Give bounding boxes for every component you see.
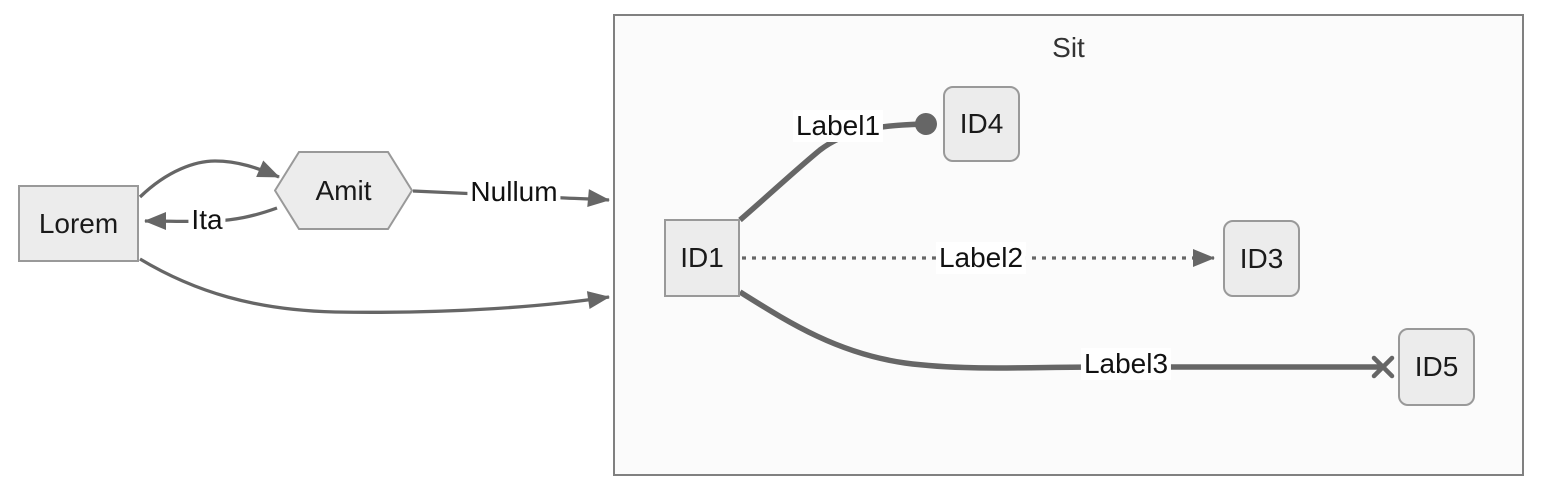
- node-label: Lorem: [38, 207, 119, 239]
- node-label: ID3: [1239, 242, 1284, 274]
- edge-label-label2: Label2: [935, 242, 1027, 274]
- node-amit: Amit: [274, 151, 413, 230]
- edge-lorem-amit: [138, 159, 280, 199]
- edge-lorem-sit: [139, 257, 610, 314]
- subgraph-title: Sit: [1052, 32, 1085, 63]
- node-id1: ID1: [664, 219, 740, 297]
- node-label: Amit: [315, 174, 372, 206]
- edge-label-ita: Ita: [188, 204, 226, 236]
- node-id4: ID4: [943, 86, 1020, 162]
- hexagon-shape: [274, 151, 413, 230]
- node-label: ID5: [1414, 351, 1459, 382]
- node-lorem: Lorem: [18, 185, 139, 262]
- node-label: ID1: [680, 242, 724, 273]
- edge-id1-id4: [738, 113, 937, 223]
- edge-id1-id5: [738, 289, 1395, 379]
- subgraph-sit: Sit: [613, 14, 1524, 476]
- edge-label-label1: Label1: [792, 110, 884, 142]
- node-label: ID4: [959, 108, 1004, 139]
- edge-label-label3: Label3: [1080, 348, 1172, 380]
- node-id3: ID3: [1223, 220, 1300, 297]
- node-id5: ID5: [1398, 328, 1475, 406]
- edge-label-nullum: Nullum: [467, 176, 561, 208]
